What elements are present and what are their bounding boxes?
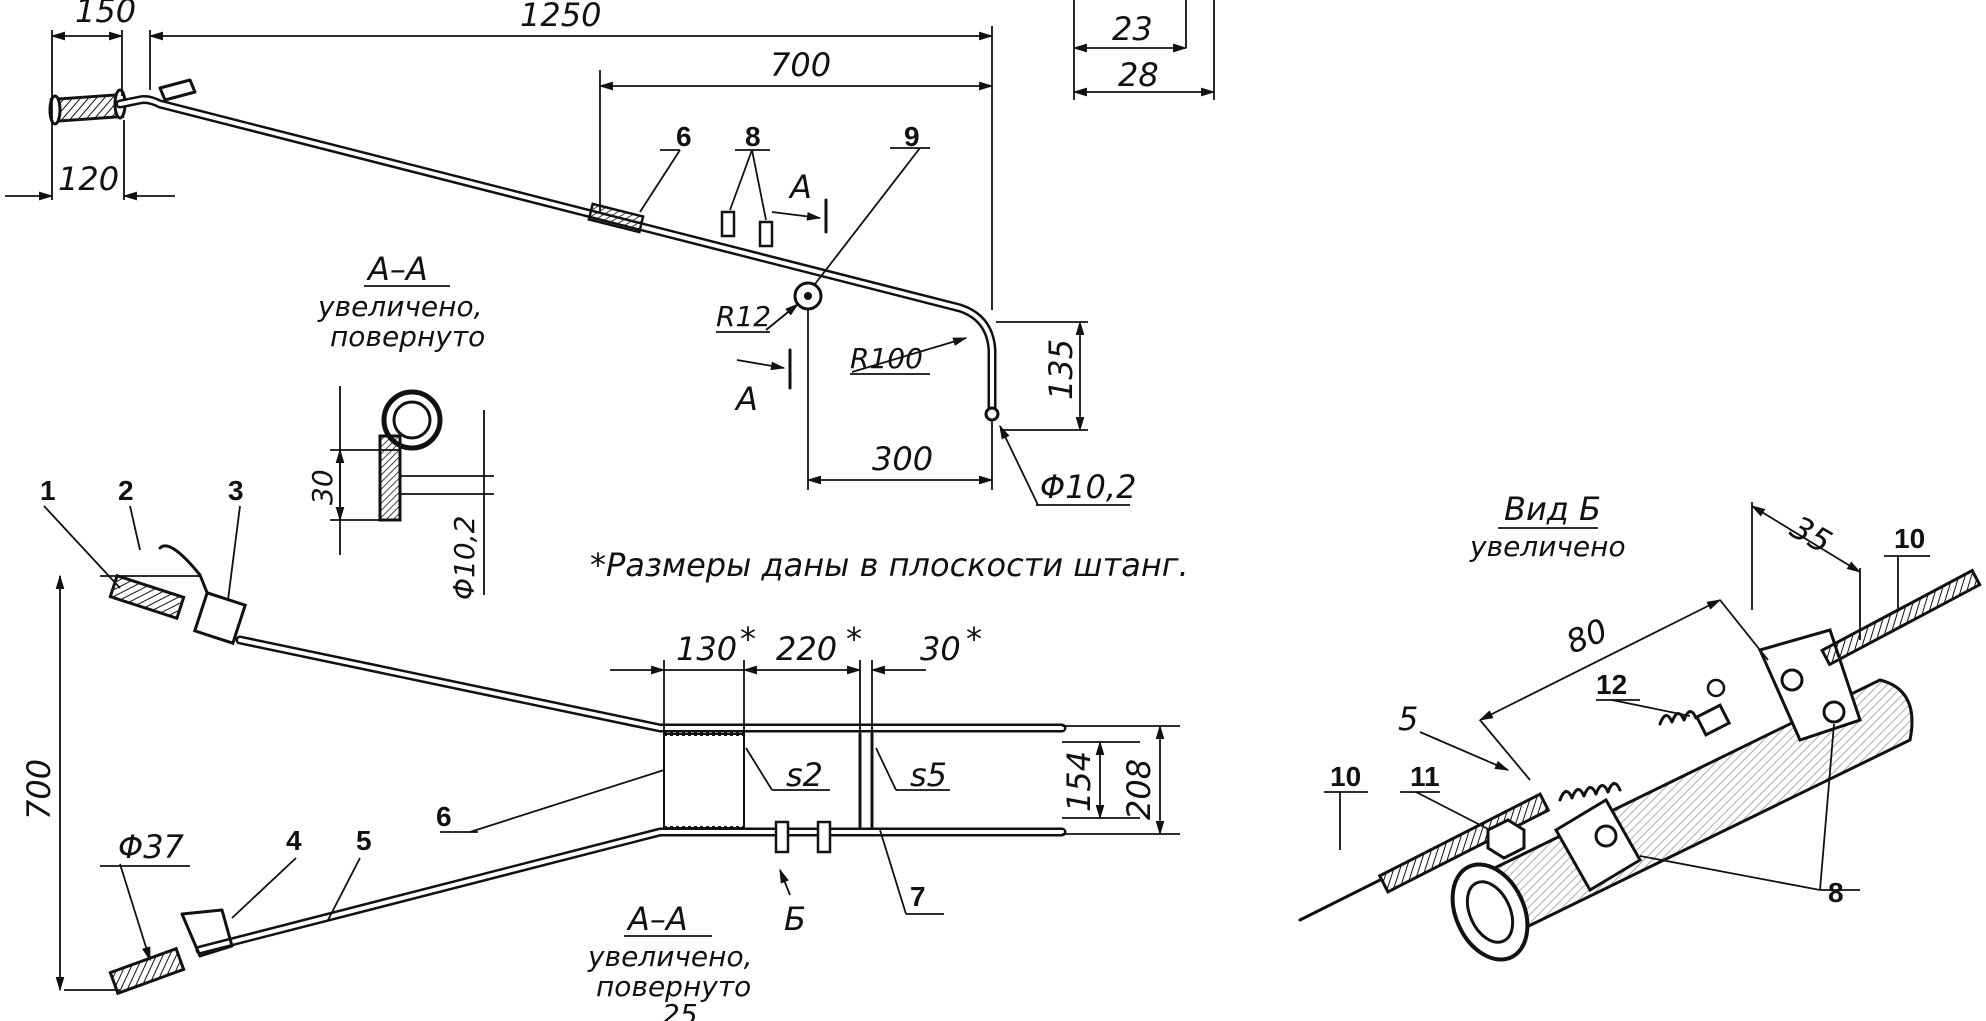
dim-220: 220: [776, 630, 837, 668]
thickness-s5: s5: [910, 756, 947, 794]
bottom-section-title: A–A: [626, 900, 688, 938]
section-aa-title: A–A: [366, 250, 428, 288]
side-view: 150 1250 700 120 23 28 6 8 9 A A R12 R10…: [5, 0, 1216, 506]
dim-208: 208: [1120, 759, 1158, 820]
star-220: *: [846, 620, 862, 658]
dim-28: 28: [1118, 56, 1159, 94]
dim-130: 130: [676, 630, 737, 668]
callout-6-top: 6: [676, 121, 692, 152]
dim-120: 120: [58, 160, 119, 198]
plan-view: 1 2 3 4 5 6 7 700 Φ37 130 * 220 * 30 * s…: [20, 475, 1180, 1021]
view-b-dim-5: 5: [1398, 700, 1418, 738]
dim-135: 135: [1042, 339, 1080, 400]
callout-5: 5: [356, 825, 372, 856]
callout-10-right: 10: [1894, 523, 1925, 554]
radius-r100: R100: [850, 342, 923, 375]
dim-150: 150: [75, 0, 136, 30]
section-aa-line1: увеличено,: [317, 290, 483, 323]
view-b-arrow: Б: [784, 900, 806, 938]
section-aa-dim-30: 30: [306, 469, 339, 505]
section-a-top: A: [788, 168, 812, 206]
sleeve-6: [587, 202, 645, 234]
dim-23: 23: [1112, 10, 1153, 48]
bottom-section-line1: увеличено,: [587, 940, 753, 973]
phi-37: Φ37: [118, 828, 185, 866]
plan-dim-700: 700: [20, 759, 58, 820]
view-b-title: Вид Б: [1504, 490, 1601, 528]
callout-2: 2: [118, 475, 134, 506]
dim-154: 154: [1060, 751, 1098, 812]
section-a-bottom: A: [734, 380, 758, 418]
callout-12: 12: [1596, 669, 1627, 700]
callout-6-plan: 6: [436, 801, 452, 832]
section-aa: A–A увеличено, повернуто 30 Φ10,2: [306, 250, 494, 600]
bottom-section-cut: 25: [662, 998, 698, 1021]
dim-30-plan: 30: [920, 630, 961, 668]
section-aa-line2: повернуто: [330, 320, 485, 353]
callout-7: 7: [910, 881, 926, 912]
section-aa-phi: Φ10,2: [448, 516, 481, 600]
callout-10-left: 10: [1330, 761, 1361, 792]
dimension-note: *Размеры даны в плоскости штанг.: [590, 546, 1189, 584]
radius-r12: R12: [716, 300, 771, 333]
phi-10-2-top: Φ10,2: [1040, 468, 1136, 506]
star-30: *: [966, 620, 982, 658]
dim-300: 300: [872, 440, 933, 478]
bottom-section-line2: повернуто: [596, 970, 751, 1003]
thickness-s2: s2: [786, 756, 823, 794]
view-b: Вид Б увеличено: [1298, 490, 1982, 962]
callout-9: 9: [904, 121, 920, 152]
callout-4: 4: [286, 825, 302, 856]
view-b-dim-80: 80: [1561, 611, 1613, 661]
callout-11: 11: [1410, 761, 1440, 792]
handle-grip-top: [48, 88, 127, 126]
callout-8-view-b: 8: [1828, 877, 1844, 908]
star-130: *: [740, 620, 756, 658]
callout-8-top: 8: [745, 121, 761, 152]
dim-700-top: 700: [770, 46, 831, 84]
view-b-subtitle: увеличено: [1469, 530, 1626, 563]
callout-3: 3: [228, 475, 244, 506]
dim-1250: 1250: [520, 0, 601, 34]
callout-1: 1: [40, 475, 56, 506]
